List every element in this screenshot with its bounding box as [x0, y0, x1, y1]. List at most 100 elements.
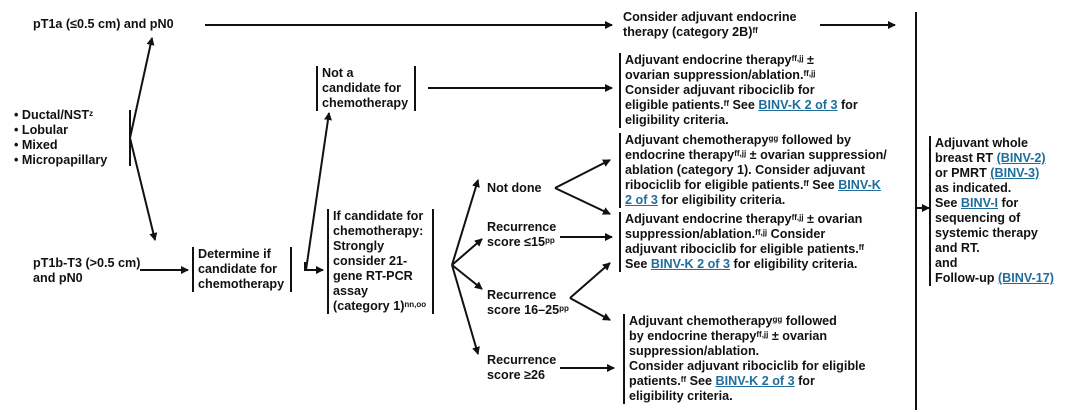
node-text-line: ablation (category 1). Consider adjuvant	[625, 163, 887, 178]
node-text-line: sequencing of	[935, 211, 1054, 226]
footnote-ref: ff	[803, 179, 809, 188]
node-pt1a: pT1a (≤0.5 cm) and pN0	[33, 17, 174, 32]
node-text: and	[935, 256, 958, 270]
footnote-ref: ff	[723, 99, 729, 108]
node-text: endocrine therapy	[625, 148, 735, 162]
arrow-assay-to-rs-le15	[451, 238, 483, 266]
node-text-line: candidate for	[322, 81, 408, 96]
node-text-line: See BINV-K 2 of 3 for eligibility criter…	[625, 257, 864, 272]
node-text: chemotherapy	[322, 96, 409, 110]
node-text-line: Determine if	[198, 247, 284, 262]
node-text: ribociclib for eligible patients.	[625, 178, 804, 192]
node-text: eligibility criteria.	[629, 389, 733, 403]
node-text-line: Adjuvant endocrine therapyff,jj ± ovaria…	[625, 212, 864, 227]
node-text-line: and pN0	[33, 271, 140, 286]
footnote-ref: pp	[559, 304, 569, 313]
node-text: Recurrence	[487, 220, 557, 234]
node-text: candidate for	[322, 81, 402, 95]
footnote-ref: ff,jj	[734, 149, 747, 158]
node-text-line: pT1b-T3 (>0.5 cm)	[33, 256, 140, 271]
node-text: If candidate for	[333, 209, 424, 223]
node-text-line: Recurrence	[487, 353, 556, 368]
node-text-line: therapy (category 2B)ff	[623, 25, 797, 40]
reference-link[interactable]: 2 of 3	[625, 193, 658, 207]
footnote-ref: pp	[545, 236, 555, 245]
arrow-not-done-to-chemo	[554, 159, 611, 189]
node-text-line: patients.ff See BINV-K 2 of 3 for	[629, 374, 866, 389]
node-text: See	[935, 196, 961, 210]
node-text-line: adjuvant ribociclib for eligible patient…	[625, 242, 864, 257]
reference-link[interactable]: BINV-I	[960, 196, 999, 210]
arrow-rs-16-25-to-endocrine	[569, 262, 611, 299]
node-text: adjuvant ribociclib for eligible patient…	[625, 242, 859, 256]
node-text-line: chemotherapy	[198, 277, 284, 292]
node-text: See	[729, 98, 759, 112]
node-text: Recurrence	[487, 288, 557, 302]
node-text-line: 2 of 3 for eligibility criteria.	[625, 193, 887, 208]
node-text-line: • Lobular	[14, 123, 107, 138]
node-text: • Lobular	[14, 123, 69, 137]
node-text: pT1a (≤0.5 cm) and pN0	[33, 17, 174, 31]
node-text-line: Consider adjuvant endocrine	[623, 10, 797, 25]
arrow-assay-to-rs-16-25	[451, 264, 483, 290]
node-text-line: If candidate for	[333, 209, 426, 224]
node-text: by endocrine therapy	[629, 329, 757, 343]
node-text: score ≥26	[487, 368, 546, 382]
arrow-assay-to-not-done	[451, 179, 480, 266]
node-text: ± ovarian	[803, 212, 863, 226]
node-text: candidate for	[198, 262, 278, 276]
node-text: Consider adjuvant endocrine	[623, 10, 797, 24]
reference-link[interactable]: (BINV-3)	[990, 166, 1040, 180]
node-text-line: consider 21-	[333, 254, 426, 269]
reference-link[interactable]: BINV-K 2 of 3	[650, 257, 730, 271]
node-text: for eligibility criteria.	[730, 257, 858, 271]
node-not-done: Not done	[487, 181, 542, 196]
reference-link[interactable]: BINV-K 2 of 3	[758, 98, 838, 112]
footnote-ref: ff	[680, 375, 687, 384]
node-text: Consider adjuvant ribociclib for eligibl…	[629, 359, 866, 373]
reference-link[interactable]: BINV-K 2 of 3	[715, 374, 795, 388]
arrow-rs-16-25-to-chemo	[569, 297, 611, 321]
node-text-line: endocrine therapyff,jj ± ovarian suppres…	[625, 148, 887, 163]
reference-link[interactable]: (BINV-2)	[996, 151, 1046, 165]
node-text: Adjuvant chemotherapy	[629, 314, 773, 328]
node-text-line: systemic therapy	[935, 226, 1054, 241]
node-text: Adjuvant chemotherapy	[625, 133, 769, 147]
node-text: See	[808, 178, 839, 192]
arrow-not-done-to-endocrine	[554, 187, 611, 215]
node-text: ± ovarian	[768, 329, 828, 343]
node-text: followed by	[778, 133, 852, 147]
reference-link[interactable]: BINV-K	[838, 178, 881, 192]
arrow-histology-to-pt1a	[129, 37, 155, 139]
node-text-line: by endocrine therapyff,jj ± ovarian	[629, 329, 866, 344]
node-text: Follow-up	[935, 271, 998, 285]
node-endocrine-ovarian-rs: Adjuvant endocrine therapyff,jj ± ovaria…	[619, 212, 864, 272]
node-text: chemotherapy	[198, 277, 285, 291]
footnote-ref: ff,jj	[791, 54, 804, 63]
node-text: See	[686, 374, 716, 388]
arrow-determine-to-not-candidate	[305, 112, 332, 271]
node-text-line: score 16–25pp	[487, 303, 569, 318]
reference-link[interactable]: (BINV-17)	[997, 271, 1054, 285]
node-text-line: breast RT (BINV-2)	[935, 151, 1054, 166]
node-text: score ≤15	[487, 235, 546, 249]
footnote-ref: ff,jj	[756, 330, 769, 339]
node-text-line: eligible patients.ff See BINV-K 2 of 3 f…	[625, 98, 858, 113]
node-text: for eligibility criteria.	[657, 193, 786, 207]
node-text-line: Recurrence	[487, 220, 556, 235]
node-text: Not a	[322, 66, 354, 80]
node-text: eligible patients.	[625, 98, 724, 112]
node-text: eligibility criteria.	[625, 113, 729, 127]
node-text: ±	[803, 53, 814, 67]
node-text: for	[837, 98, 858, 112]
node-text: • Micropapillary	[14, 153, 108, 167]
node-text: systemic therapy	[935, 226, 1038, 240]
node-text-line: • Micropapillary	[14, 153, 107, 168]
